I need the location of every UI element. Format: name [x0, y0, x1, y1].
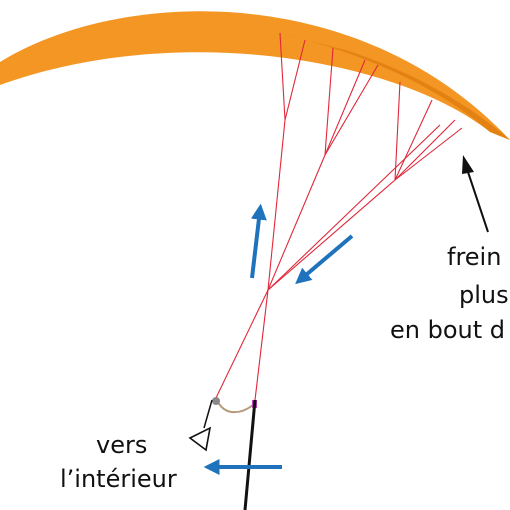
wing-canopy: [0, 11, 510, 141]
triangle-pilot-icon: [188, 426, 212, 452]
brake-label-line1: frein: [447, 243, 502, 271]
flow-arrows: [203, 203, 354, 475]
inward-label-line1: vers: [96, 431, 148, 459]
blue-arrow-up-icon: [250, 203, 267, 279]
inward-label-line2: l’intérieur: [60, 465, 177, 493]
pilot-line: [243, 399, 257, 510]
blue-arrow-down-icon: [295, 234, 354, 285]
suspension-lines: [214, 32, 463, 401]
canopy-band: [0, 11, 510, 141]
carabiner-left: [212, 397, 220, 405]
pilot-ghost-line: [203, 399, 213, 429]
riser-connector: [217, 401, 254, 414]
brake-label-line2: plus: [459, 281, 509, 309]
brake-label-line3: en bout d: [390, 316, 506, 344]
pilot-harness: [188, 397, 257, 510]
brake-annotation-arrow: [462, 155, 489, 233]
black-arrow-pointer-icon: [462, 155, 474, 174]
canopy-trailing-edge: [280, 33, 510, 140]
